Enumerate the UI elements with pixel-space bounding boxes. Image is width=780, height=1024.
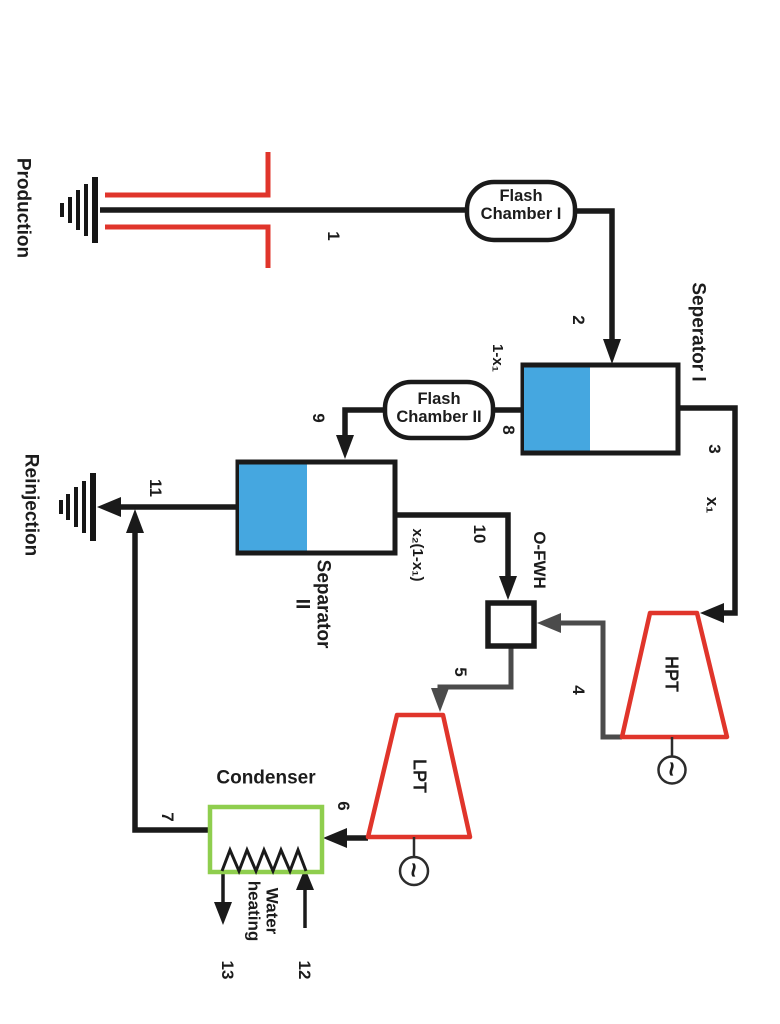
stream-13-label: 13 [218, 960, 238, 980]
flash-chamber-1-shape [464, 179, 578, 243]
lpt-label: LPT [409, 759, 430, 793]
lpt-turbine-shape [365, 712, 473, 840]
separator-1-label: Seperator I [687, 282, 709, 382]
stream-9-label: 9 [309, 413, 329, 423]
lpt-generator-circle [398, 855, 430, 887]
hpt-label: HPT [661, 656, 682, 692]
production-well-casing-bottom [105, 224, 271, 268]
stream-6-label: 6 [334, 801, 354, 811]
reinjection-well-symbol [59, 473, 96, 541]
stream-11-label: 11 [146, 479, 166, 497]
flash-chamber-2-label: Flash Chamber II [396, 390, 482, 426]
stream-13-arrowhead [214, 902, 232, 925]
stream-4-arrowhead [537, 613, 561, 633]
stream-1-label: 1 [324, 231, 344, 241]
stream-10-label: 10 [470, 524, 490, 544]
separator-2-liquid-fill [239, 464, 307, 551]
stream-10-line [395, 512, 511, 578]
hpt-turbine-shape [619, 610, 730, 740]
stream-7-arrowhead [126, 509, 144, 533]
stream-7-line [132, 531, 210, 833]
production-well-symbol [60, 177, 98, 243]
stream-4-line [560, 620, 622, 740]
stream-x2-expression-label: x₂(1-x₁) [409, 528, 427, 582]
production-label: Production [12, 157, 34, 259]
condenser-coil [220, 845, 308, 875]
stream-8-label: 8 [499, 425, 519, 435]
stream-10-arrowhead [499, 576, 517, 600]
stream-11-arrowhead [97, 497, 121, 517]
stream-2-arrowhead [603, 339, 621, 364]
stream-x1-label: x₁ [703, 496, 723, 514]
water-heating-label: Water heating [244, 880, 282, 942]
stream-3-line [678, 405, 738, 616]
stream-9-arrowhead [336, 435, 354, 459]
stream-6-arrowhead [323, 828, 347, 848]
stream-3-label: 3 [705, 444, 725, 454]
production-well-casing-top [105, 152, 271, 198]
stream-3-arrowhead [700, 603, 724, 623]
stream-4-label: 4 [569, 685, 589, 695]
separator-2-label: Separator II [292, 559, 334, 649]
stream-2-line [575, 208, 615, 342]
stream-9-line [342, 407, 385, 436]
separator-1-liquid-fill [524, 367, 590, 451]
hpt-generator-circle [657, 755, 687, 785]
stream-2-label: 2 [569, 315, 589, 325]
stream-7-label: 7 [158, 812, 178, 822]
flash-chamber-2-shape [382, 379, 496, 441]
stream-1-minus-x1-label: 1-x₁ [489, 344, 507, 372]
reinjection-label: Reinjection [20, 453, 42, 557]
stream-5-arrowhead [431, 688, 449, 712]
condenser-label: Condenser [216, 767, 316, 789]
stream-5-label: 5 [451, 667, 471, 677]
stream-12-label: 12 [295, 960, 315, 980]
flash-chamber-1-label: Flash Chamber I [480, 187, 562, 223]
lpt-generator-symbol: ~ [399, 862, 430, 878]
stream-12-arrowhead [296, 868, 314, 890]
ofwh-shape [485, 600, 537, 649]
ofwh-label: O-FWH [530, 531, 550, 589]
hpt-generator-symbol: ~ [657, 761, 688, 777]
